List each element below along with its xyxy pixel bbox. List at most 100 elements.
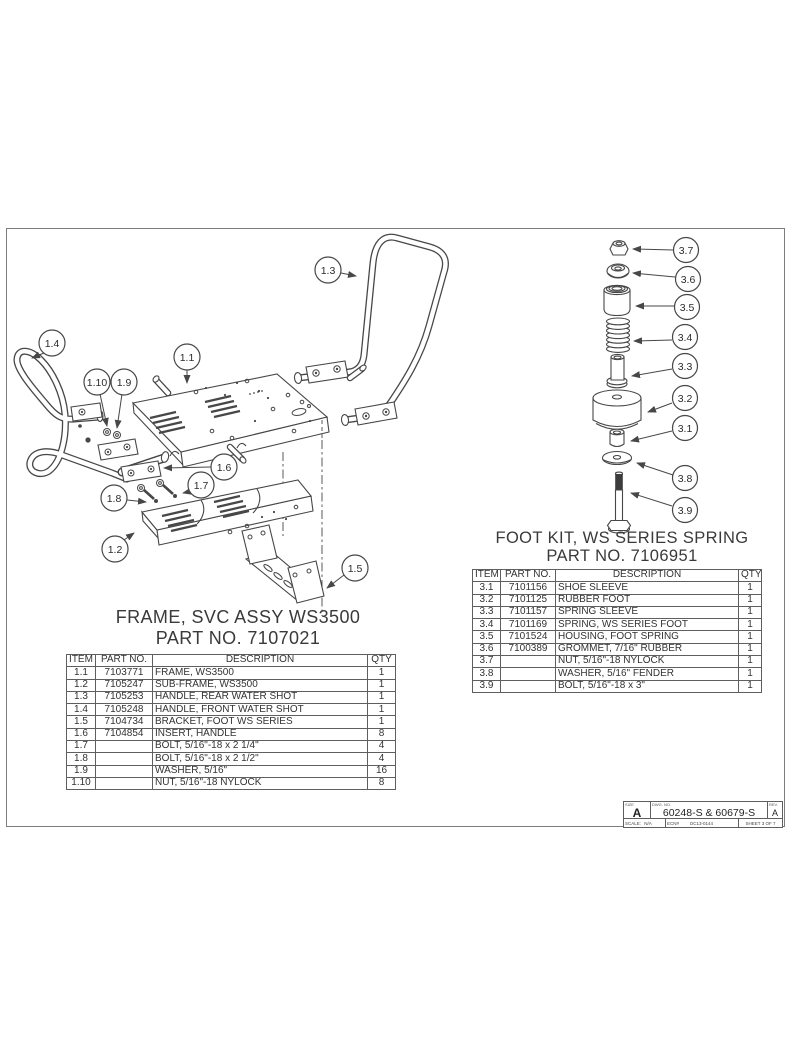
cell-item: 1.1 bbox=[66, 666, 96, 680]
cell-description: INSERT, HANDLE bbox=[152, 727, 368, 742]
cell-qty: 1 bbox=[738, 630, 762, 644]
balloon-1-8: 1.8 bbox=[100, 484, 128, 512]
cell-description: WASHER, 5/16" FENDER bbox=[555, 667, 739, 681]
svg-text:3.4: 3.4 bbox=[678, 332, 693, 344]
cell-qty: 1 bbox=[367, 715, 396, 729]
balloon-3-1: 3.1 bbox=[671, 414, 699, 442]
ecn-value: DC13-0144 bbox=[690, 820, 714, 826]
cell-item: 1.3 bbox=[66, 690, 96, 705]
balloon-3-8: 3.8 bbox=[671, 464, 699, 492]
rear-handle bbox=[293, 233, 449, 427]
cell-item: 1.9 bbox=[66, 764, 96, 778]
col-description: DESCRIPTION bbox=[152, 653, 368, 668]
cell-part-no: 7101157 bbox=[500, 605, 556, 620]
svg-text:1.6: 1.6 bbox=[217, 462, 232, 474]
svg-text:3.7: 3.7 bbox=[679, 245, 694, 257]
cell-description: BOLT, 5/16"-18 x 2 1/2" bbox=[152, 752, 368, 766]
nut bbox=[609, 240, 629, 256]
balloon-3-7: 3.7 bbox=[672, 236, 700, 264]
frame-assembly-title: FRAME, SVC ASSY WS3500 bbox=[115, 607, 361, 627]
svg-text:3.9: 3.9 bbox=[678, 505, 693, 517]
cell-part-no bbox=[500, 679, 556, 693]
cell-part-no: 7101169 bbox=[500, 618, 556, 632]
cell-part-no bbox=[500, 667, 556, 681]
svg-text:1.5: 1.5 bbox=[348, 563, 363, 575]
bolt bbox=[606, 471, 632, 534]
cell-item: 3.5 bbox=[472, 630, 501, 644]
insert-plates bbox=[97, 438, 162, 483]
balloon-1-7: 1.7 bbox=[187, 471, 215, 499]
cell-qty: 8 bbox=[367, 727, 396, 742]
cell-part-no bbox=[500, 655, 556, 669]
cell-qty: 1 bbox=[738, 581, 762, 595]
cell-description: GROMMET, 7/16" RUBBER bbox=[555, 642, 739, 657]
foot-kit-callouts: 3.7 3.6 3.5 3.4 3.3 3.2 3.1 3.8 3.9 bbox=[630, 236, 702, 524]
frame-callouts: 1.3 1.4 1.1 1.10 1.9 1.6 1.7 1.8 1.2 1.5 bbox=[31, 256, 369, 589]
cell-qty: 1 bbox=[738, 618, 762, 632]
cell-part-no: 7103771 bbox=[95, 666, 153, 680]
cell-description: NUT, 5/16"-18 NYLOCK bbox=[555, 655, 739, 669]
frame-assembly-part-no: PART NO. 7107021 bbox=[155, 628, 321, 648]
title-block-sheet: SHEET 3 OF 7 bbox=[739, 819, 782, 827]
ecn-label: ECN# bbox=[667, 820, 680, 826]
cell-part-no: 7100389 bbox=[500, 642, 556, 657]
cell-part-no: 7104854 bbox=[95, 727, 153, 742]
cell-item: 3.1 bbox=[472, 581, 501, 595]
cell-description: SPRING, WS SERIES FOOT bbox=[555, 618, 739, 632]
cell-part-no: 7101524 bbox=[500, 630, 556, 644]
title-block: SIZE A DWG. NO. 60248-S & 60679-S REV. A… bbox=[623, 801, 783, 828]
cell-item: 3.2 bbox=[472, 593, 501, 607]
cell-item: 1.10 bbox=[66, 776, 96, 791]
rubber-foot bbox=[592, 389, 642, 430]
cell-description: WASHER, 5/16" bbox=[152, 764, 368, 778]
cell-description: HANDLE, REAR WATER SHOT bbox=[152, 690, 368, 705]
cell-description: SPRING SLEEVE bbox=[555, 605, 739, 620]
svg-text:1.1: 1.1 bbox=[180, 352, 195, 364]
size-value: A bbox=[632, 806, 642, 820]
sub-frame-plate bbox=[140, 479, 314, 546]
cell-part-no: 7105247 bbox=[95, 678, 153, 692]
cell-qty: 8 bbox=[367, 776, 396, 791]
balloon-3-3: 3.3 bbox=[671, 352, 699, 380]
svg-text:3.2: 3.2 bbox=[678, 393, 693, 405]
cell-description: BOLT, 5/16"-18 x 3" bbox=[555, 679, 739, 693]
dwg-no-label: DWG. NO. bbox=[652, 802, 672, 807]
cell-item: 1.5 bbox=[66, 715, 96, 729]
cell-item: 3.7 bbox=[472, 655, 501, 669]
table-row: 3.9 BOLT, 5/16"-18 x 3"1 bbox=[472, 679, 762, 693]
cell-item: 1.6 bbox=[66, 727, 96, 742]
cell-item: 1.2 bbox=[66, 678, 96, 692]
cell-qty: 4 bbox=[367, 752, 396, 766]
svg-text:1.3: 1.3 bbox=[321, 265, 336, 277]
cell-qty: 16 bbox=[367, 764, 396, 778]
balloon-1-3: 1.3 bbox=[314, 256, 342, 284]
cell-qty: 1 bbox=[738, 605, 762, 620]
svg-text:1.8: 1.8 bbox=[107, 493, 122, 505]
rev-value: A bbox=[771, 808, 778, 818]
spring-housing bbox=[603, 284, 631, 317]
spring bbox=[605, 317, 631, 353]
title-block-dwg-no: DWG. NO. 60248-S & 60679-S bbox=[651, 802, 768, 819]
cell-qty: 1 bbox=[367, 690, 396, 705]
cell-qty: 1 bbox=[738, 655, 762, 669]
scale-label: SCALE: bbox=[625, 820, 642, 826]
balloon-3-4: 3.4 bbox=[671, 323, 699, 351]
shoe-sleeve bbox=[609, 428, 625, 448]
balloon-3-9: 3.9 bbox=[671, 496, 699, 524]
svg-text:3.3: 3.3 bbox=[678, 361, 693, 373]
cell-qty: 1 bbox=[738, 679, 762, 693]
col-part-no: PART NO. bbox=[95, 653, 153, 668]
col-item: ITEM bbox=[472, 568, 501, 583]
cell-item: 3.9 bbox=[472, 679, 501, 693]
